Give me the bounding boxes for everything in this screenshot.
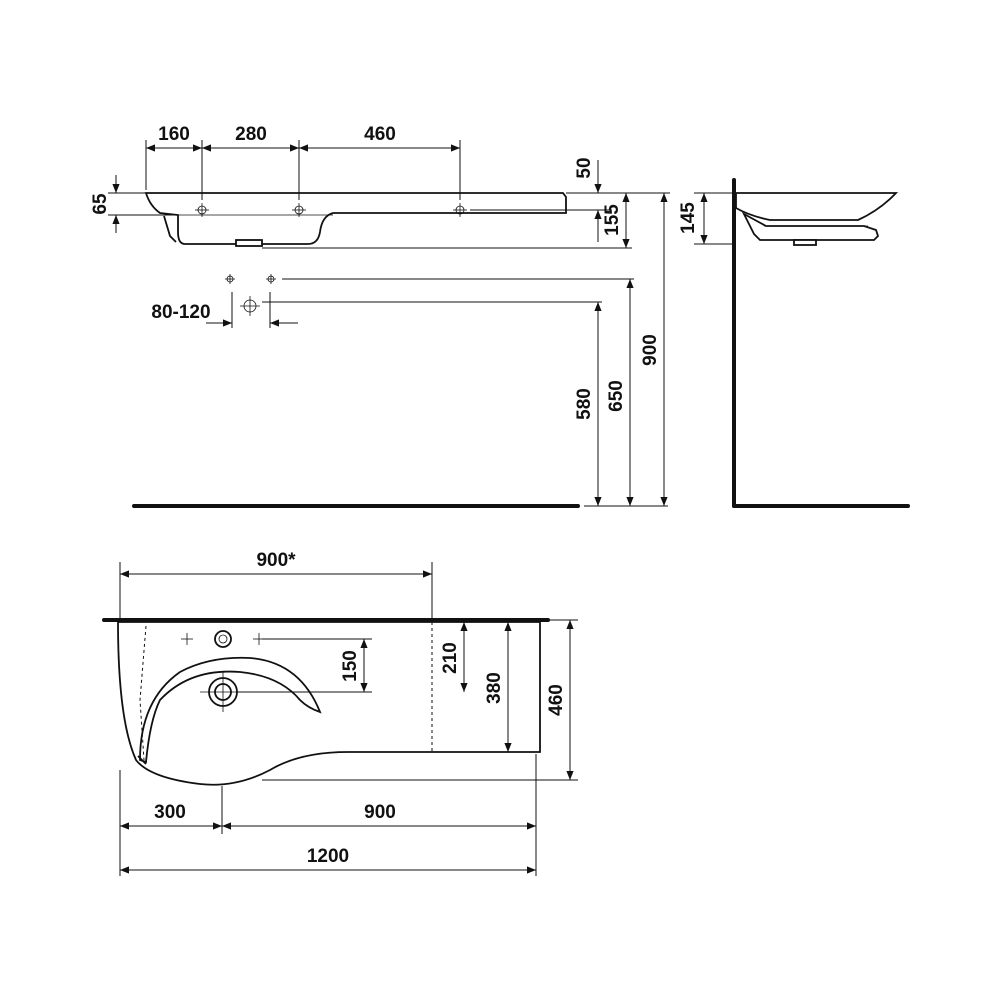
waste-fitting-side [793,239,817,246]
dim-460: 460 [364,124,396,145]
dim-460-depth: 460 [546,684,567,716]
dim-900-star: 900* [256,550,296,571]
tap-hole-marker-middle [292,203,306,217]
overflow-chain-plan [139,625,147,761]
basin-front-outline [144,192,567,245]
waste-fitting [235,239,263,247]
basin-side-outline [735,192,899,221]
dim-380: 380 [484,672,505,704]
tap-hole-marker-right [453,203,467,217]
tap-hole-marker-plan-left [181,633,193,645]
front-elevation-view: 160 280 460 65 50 155 [90,124,670,508]
dim-50: 50 [574,157,595,178]
basin-plan-outline [117,621,541,786]
dim-160: 160 [158,124,190,145]
dim-280: 280 [235,124,267,145]
dim-210: 210 [440,642,461,674]
waste-outlet-marker [240,296,260,316]
dim-65: 65 [90,193,111,215]
tap-hole-marker-left [195,203,209,217]
dim-155: 155 [602,204,623,236]
dim-900-width: 900 [364,802,396,823]
tap-hole-marker-small-left [225,274,235,284]
overflow-chain [163,215,177,243]
dim-145: 145 [678,202,699,234]
tap-hole-plan [214,630,232,648]
dim-580: 580 [574,388,595,420]
dim-300: 300 [154,802,186,823]
tap-hole-marker-small-right [266,274,276,284]
dim-150: 150 [340,650,361,682]
dim-80-120: 80-120 [151,302,210,323]
dim-1200: 1200 [307,846,349,867]
dim-650: 650 [606,380,627,412]
bowl-plan-outline [139,656,322,764]
plan-view: 900* 150 210 380 460 300 900 1200 [102,550,578,876]
side-elevation-view: 145 [678,178,910,508]
dim-900-height: 900 [640,334,661,366]
drain-plan [200,672,246,712]
